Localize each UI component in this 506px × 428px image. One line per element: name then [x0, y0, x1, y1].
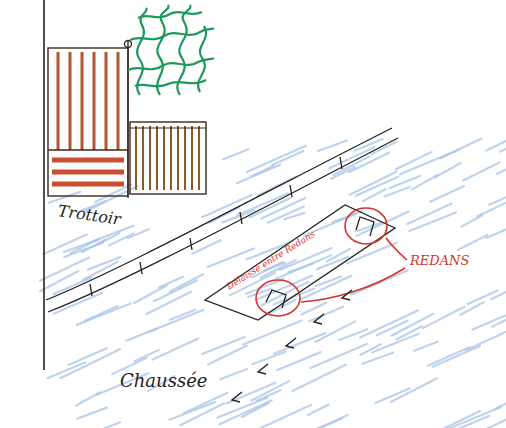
- fence-panel: [130, 122, 206, 194]
- callout-label: REDANS: [410, 254, 469, 268]
- sidewalk-label: Trottoir: [57, 202, 122, 228]
- parking-bay: [205, 205, 395, 320]
- plant: [128, 5, 214, 95]
- gate: [48, 40, 132, 198]
- curb: [46, 128, 398, 312]
- road-hatching: [40, 135, 506, 428]
- road-marks: [232, 290, 352, 402]
- road-label: Chaussée: [120, 371, 207, 391]
- frame-line: [43, 0, 45, 370]
